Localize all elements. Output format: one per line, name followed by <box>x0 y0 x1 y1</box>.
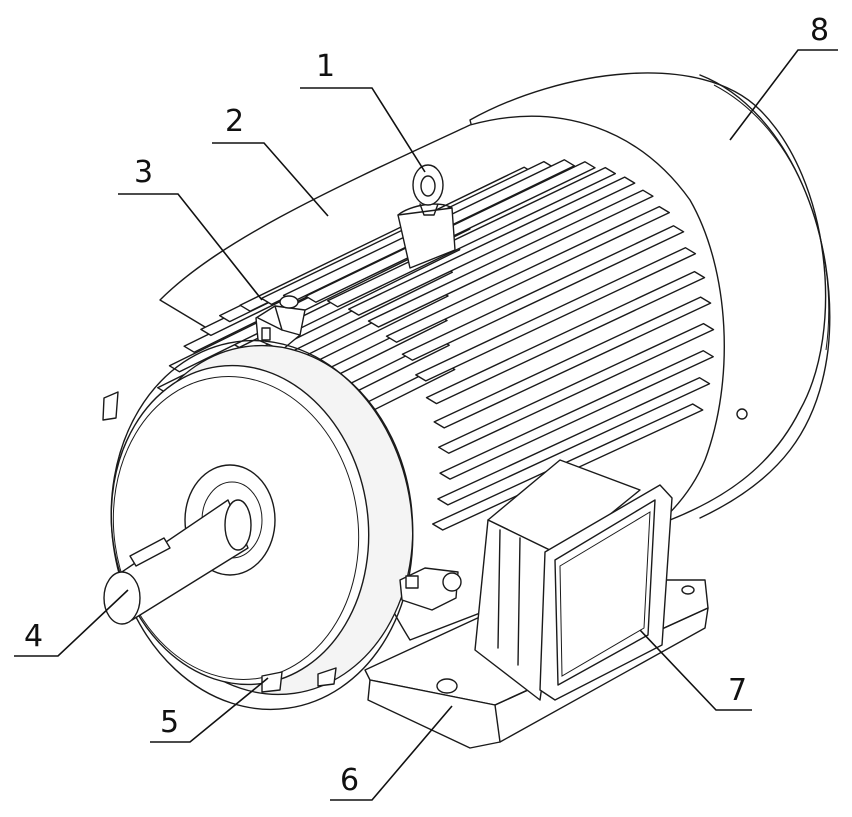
leader-lines <box>14 49 838 801</box>
leader-8 <box>729 49 838 141</box>
housing-bolt-top <box>255 295 306 351</box>
leader-4 <box>14 589 129 657</box>
callout-3: 3 <box>134 155 153 190</box>
cooling-fin <box>433 296 712 429</box>
cooling-fin <box>367 189 654 328</box>
lifting-eye <box>397 164 456 269</box>
cooling-fin <box>327 166 616 308</box>
cooling-fin <box>348 176 636 316</box>
leader-6 <box>330 705 453 801</box>
cooling-fin <box>415 247 697 382</box>
callout-1: 1 <box>316 49 335 84</box>
cooling-fin <box>425 270 706 405</box>
cooling-fin <box>438 322 715 454</box>
leader-1 <box>300 87 426 173</box>
callout-7: 7 <box>728 673 747 708</box>
cooling-fin <box>439 350 714 480</box>
callout-5: 5 <box>160 705 179 740</box>
cooling-fin <box>401 225 685 361</box>
callout-6: 6 <box>340 763 359 798</box>
cooling-fin <box>437 377 711 506</box>
callout-2: 2 <box>225 104 244 139</box>
leader-7 <box>639 629 752 711</box>
leader-5 <box>150 677 269 743</box>
housing-bolt-bottom <box>399 567 462 611</box>
callout-labels: 1 2 3 4 5 6 7 8 <box>24 13 829 798</box>
callout-8: 8 <box>810 13 829 48</box>
motor-shaft <box>103 464 276 625</box>
cooling-fin <box>385 205 670 343</box>
leader-3 <box>118 193 263 301</box>
terminal-box <box>474 459 673 701</box>
callout-4: 4 <box>24 619 43 654</box>
leader-2 <box>212 142 329 217</box>
